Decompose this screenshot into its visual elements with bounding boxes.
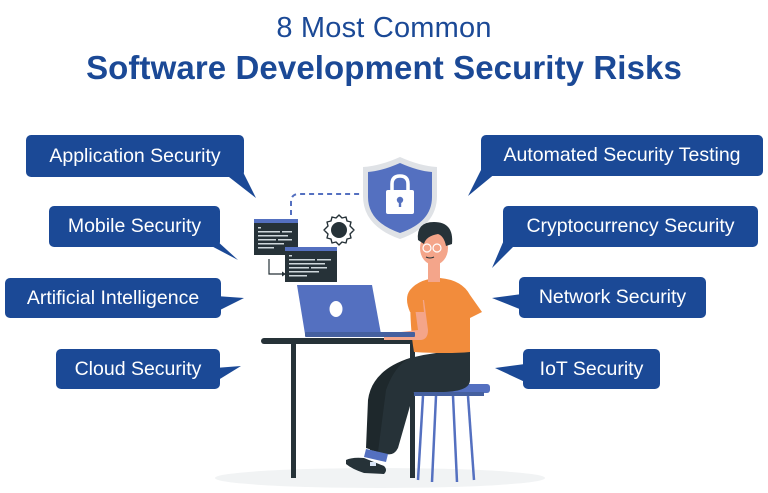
ground-shadow (215, 468, 545, 488)
risk-iot-security: IoT Security (523, 349, 660, 389)
risk-cloud-security: Cloud Security (56, 349, 220, 389)
risk-cryptocurrency-security: Cryptocurrency Security (503, 206, 758, 247)
bubble-tail (215, 366, 241, 382)
bubble-tail (220, 170, 256, 198)
code-window-icon (285, 247, 337, 282)
risk-network-security: Network Security (519, 277, 706, 318)
risk-automated-security-testing: Automated Security Testing (481, 135, 763, 176)
title-line-1: 8 Most Common (276, 12, 492, 44)
risk-mobile-security: Mobile Security (49, 206, 220, 247)
bubble-tail (216, 296, 244, 312)
dashed-connector (290, 193, 365, 215)
bubble-tail (492, 294, 522, 310)
arrow-connector (268, 259, 282, 275)
shield-lock-icon (363, 157, 437, 239)
gear-icon (323, 214, 355, 246)
laptop-icon (297, 285, 415, 337)
title-line-2: Software Development Security Risks (86, 49, 682, 86)
risk-application-security: Application Security (26, 135, 244, 177)
bubble-tail (495, 364, 525, 382)
stool (410, 384, 490, 483)
bubble-tail (492, 240, 520, 268)
developer-person (346, 222, 482, 474)
risk-artificial-intelligence: Artificial Intelligence (5, 278, 221, 318)
